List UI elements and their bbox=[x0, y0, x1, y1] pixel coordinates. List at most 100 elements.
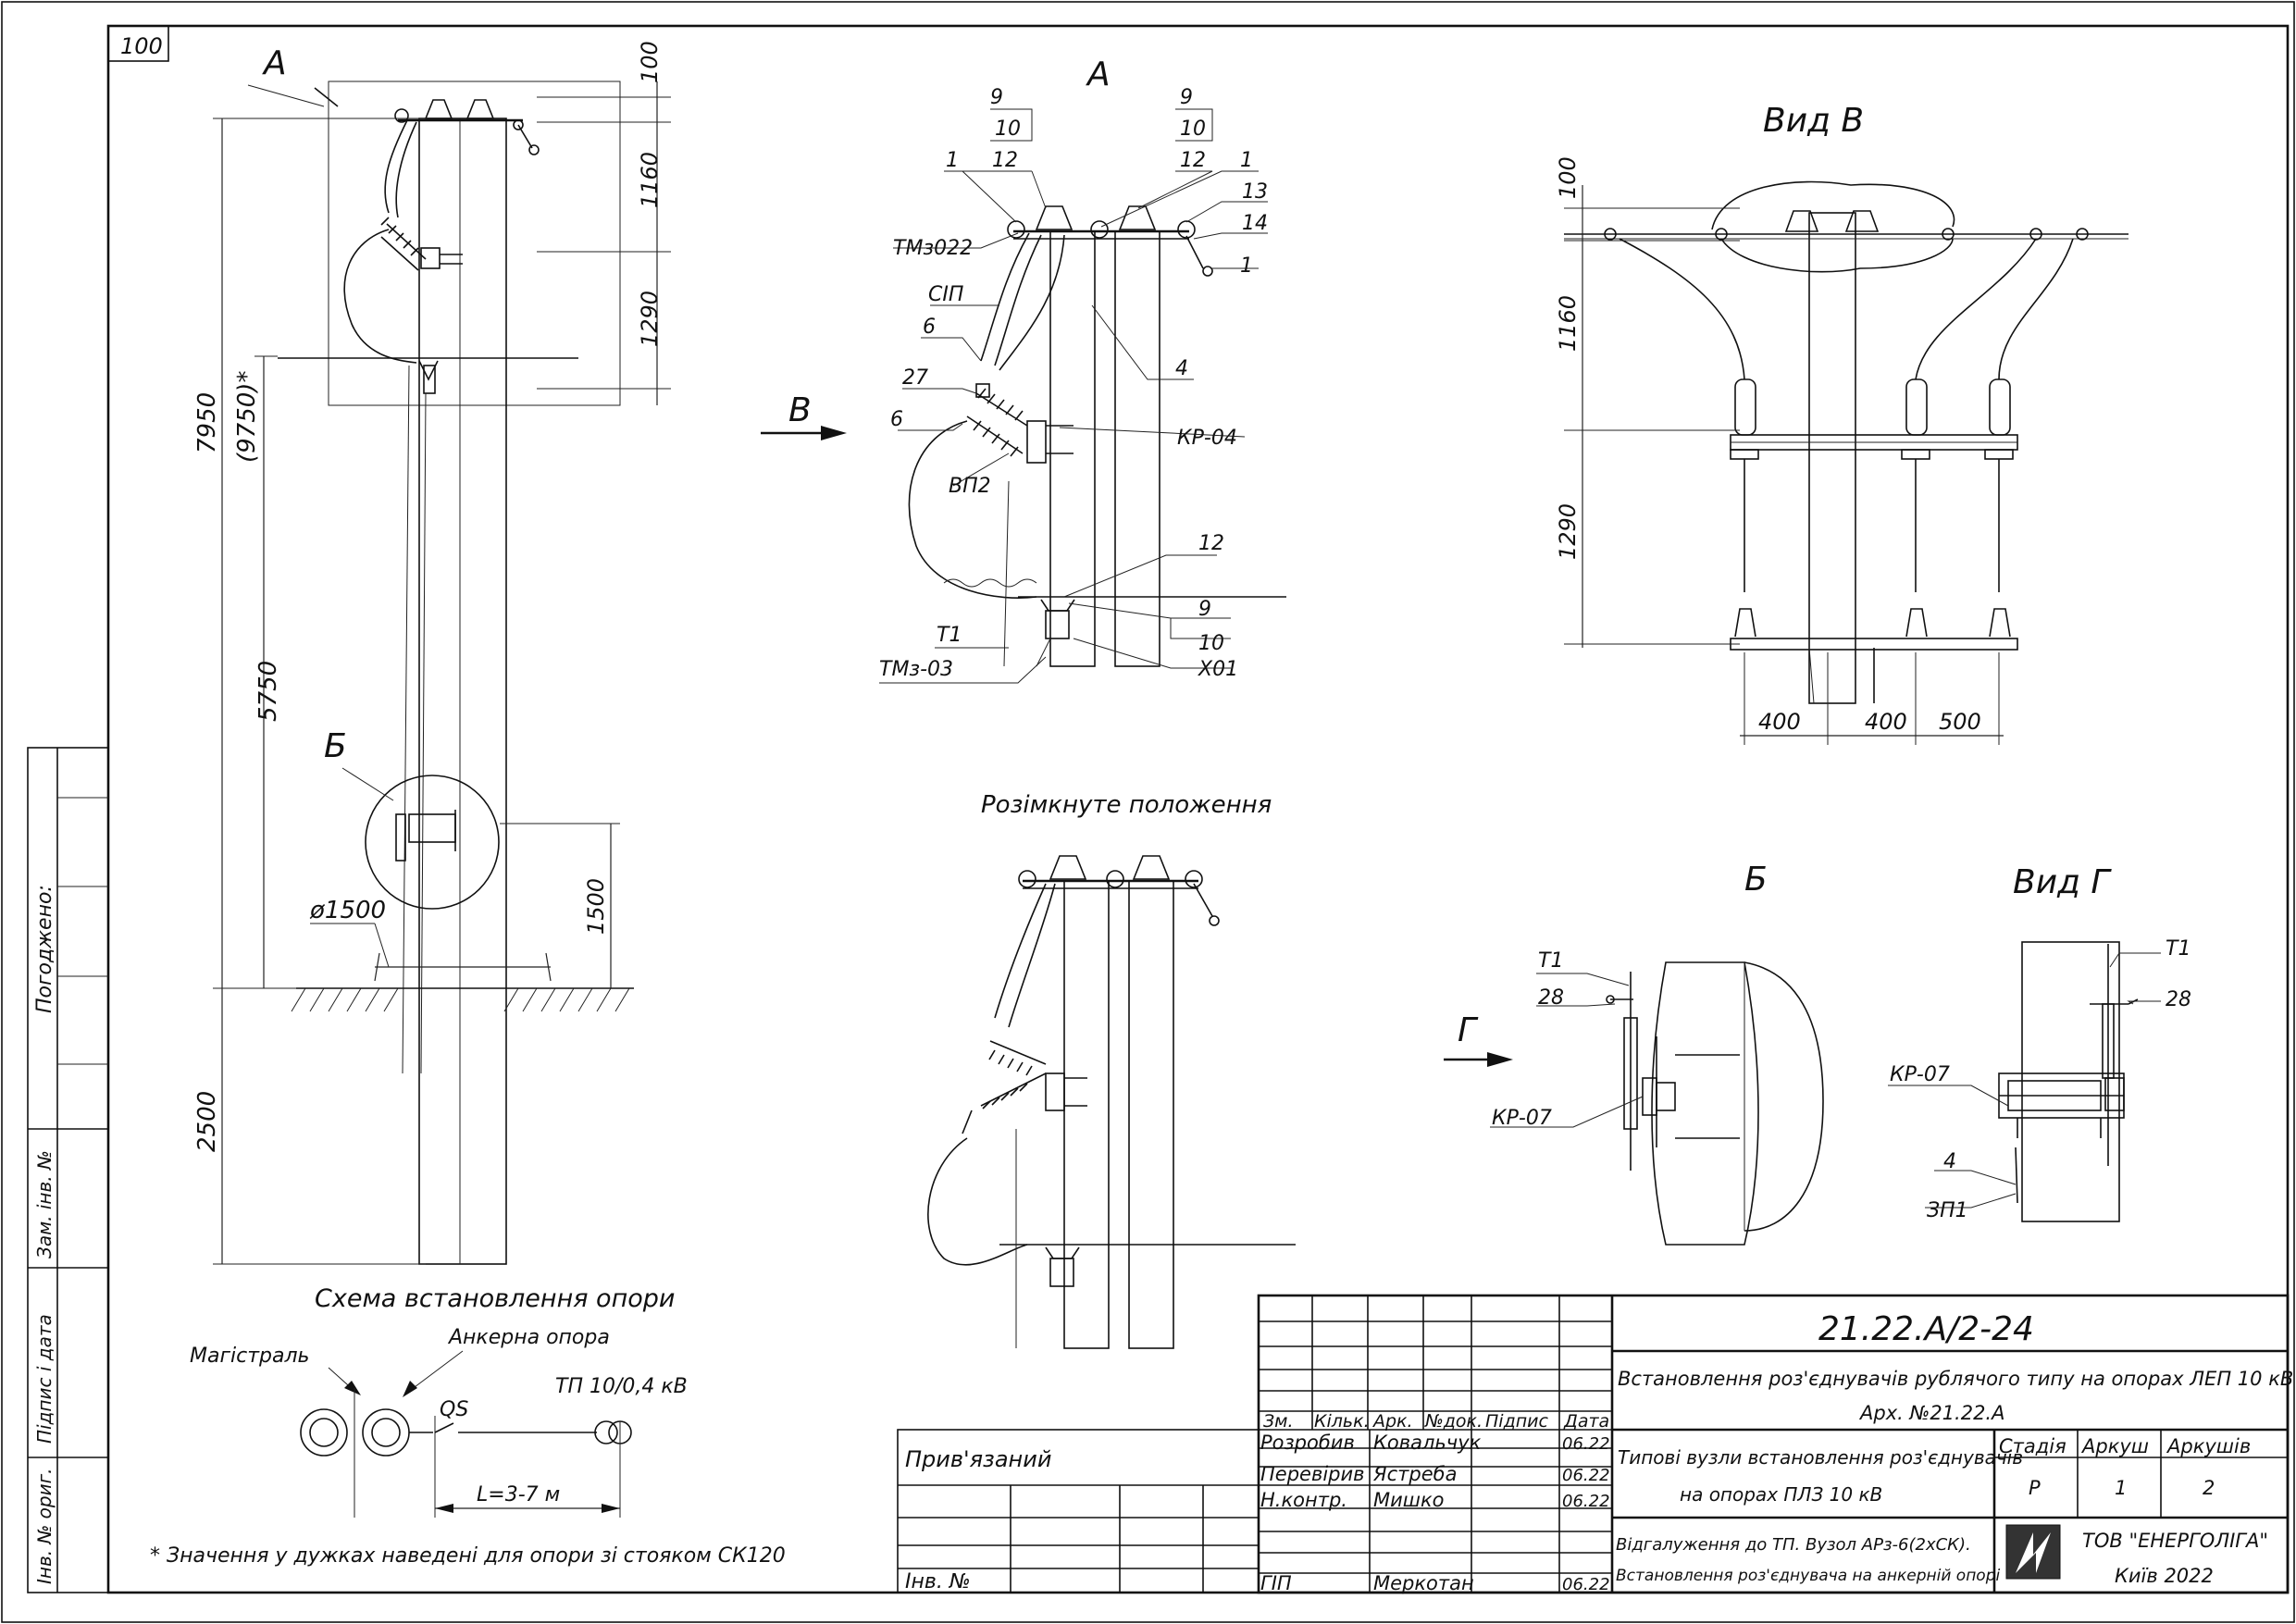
company-logo-icon bbox=[2005, 1524, 2061, 1580]
a-call-1-low: 1 bbox=[1240, 254, 1253, 278]
side-replaced-inv: Зам. інв. № bbox=[33, 1150, 56, 1258]
tb-date-checked: 06.22 bbox=[1562, 1466, 1610, 1485]
a-call-9-low: 9 bbox=[1198, 598, 1211, 621]
b-call-kr07: КР-07 bbox=[1492, 1107, 1552, 1130]
corner-scale: 100 bbox=[120, 33, 163, 59]
a-call-10-low: 10 bbox=[1198, 632, 1224, 655]
tb-linked: Прив'язаний bbox=[905, 1446, 1051, 1472]
dim-5750: 5750 bbox=[254, 661, 282, 722]
tb-date-developed: 06.22 bbox=[1562, 1434, 1610, 1454]
arrow-g-label: Г bbox=[1458, 1011, 1479, 1049]
tb-col-zm: Зм. bbox=[1263, 1411, 1294, 1432]
a-call-9-left: 9 bbox=[990, 86, 1003, 109]
vb-dim-400-b: 400 bbox=[1865, 709, 1907, 735]
a-call-tmz022: ТМз022 bbox=[893, 237, 973, 260]
a-call-12-low: 12 bbox=[1198, 532, 1224, 555]
dim-1290: 1290 bbox=[637, 291, 663, 347]
scheme-note: * Значення у дужках наведені для опори з… bbox=[150, 1544, 786, 1568]
side-signature-date: Підпис і дата bbox=[33, 1314, 56, 1444]
scheme-length: L=3-7 м bbox=[477, 1483, 560, 1506]
tb-sheet-title-2: на опорах ПЛЗ 10 кВ bbox=[1680, 1483, 1882, 1506]
tb-company: ТОВ "ЕНЕРГОЛІГА" bbox=[2082, 1530, 2268, 1552]
a-call-13: 13 bbox=[1242, 180, 1268, 204]
a-call-1-right: 1 bbox=[1240, 149, 1253, 172]
tb-role-checked: Перевірив bbox=[1260, 1463, 1365, 1485]
tb-col-ark: Арк. bbox=[1371, 1411, 1413, 1432]
dim-100: 100 bbox=[637, 41, 663, 83]
installation-scheme: Схема встановлення опори Магістраль Анке… bbox=[150, 1284, 786, 1568]
tb-date-ncontrol: 06.22 bbox=[1562, 1492, 1610, 1511]
view-v-title: Вид В bbox=[1763, 102, 1864, 140]
zone-a-box bbox=[328, 81, 621, 406]
dim-diameter: ø1500 bbox=[309, 897, 386, 924]
corner-box bbox=[107, 25, 169, 62]
tb-name-gip: Меркотан bbox=[1373, 1572, 1474, 1594]
tb-stage: Р bbox=[2029, 1477, 2041, 1499]
a-call-14: 14 bbox=[1242, 212, 1268, 235]
side-agreed: Погоджено: bbox=[33, 885, 56, 1013]
scheme-main-line: Магістраль bbox=[190, 1345, 310, 1368]
tb-sheets: 2 bbox=[2203, 1477, 2215, 1499]
title-block: Прив'язаний Інв. № bbox=[897, 1294, 2293, 1594]
scheme-switch: QS bbox=[440, 1398, 468, 1421]
a-call-6-top: 6 bbox=[923, 316, 936, 339]
a-call-12-right: 12 bbox=[1180, 149, 1206, 172]
open-position-view: Розімкнуте положення bbox=[927, 791, 1296, 1349]
scheme-title: Схема встановлення опори bbox=[315, 1284, 675, 1313]
vb-dim-400-a: 400 bbox=[1758, 709, 1801, 735]
tb-drawing-title-1: Відгалуження до ТП. Вузол АРз-6(2хСК). bbox=[1616, 1535, 1971, 1555]
a-call-27: 27 bbox=[902, 366, 928, 390]
tb-sheet-title-1: Типові вузли встановлення роз'єднувачів bbox=[1618, 1446, 2023, 1469]
a-call-tmz03: ТМз-03 bbox=[879, 658, 953, 681]
g-call-zp1: ЗП1 bbox=[1927, 1199, 1968, 1222]
a-call-6-low: 6 bbox=[890, 408, 903, 431]
a-call-10-right: 10 bbox=[1180, 118, 1206, 141]
tb-city-year: Київ 2022 bbox=[2115, 1565, 2214, 1587]
tb-role-ncontrol: Н.контр. bbox=[1260, 1489, 1347, 1511]
detail-b: Б Г Т1 28 КР-07 bbox=[1444, 861, 1824, 1246]
tb-name-developed: Ковальчук bbox=[1373, 1432, 1482, 1454]
a-call-9-right: 9 bbox=[1180, 86, 1193, 109]
tb-sheet-header: Аркуш bbox=[2080, 1435, 2149, 1457]
a-call-4: 4 bbox=[1175, 357, 1188, 380]
view-v: Вид В bbox=[1555, 102, 2128, 745]
tb-col-ndoc: №док. bbox=[1424, 1411, 1483, 1432]
a-call-x01: Х01 bbox=[1198, 658, 1238, 681]
tb-doc-code: 21.22.А/2-24 bbox=[1818, 1310, 2034, 1348]
tb-stage-header: Стадія bbox=[1999, 1435, 2066, 1457]
dim-2500: 2500 bbox=[193, 1091, 221, 1152]
detail-b-circle bbox=[365, 775, 500, 910]
g-call-kr07: КР-07 bbox=[1890, 1063, 1950, 1086]
arrow-v-label: В bbox=[788, 391, 812, 429]
vb-dim-1290: 1290 bbox=[1555, 503, 1581, 560]
tb-sheets-header: Аркушів bbox=[2166, 1435, 2251, 1457]
side-orig-inv: Інв. № ориг. bbox=[33, 1469, 56, 1584]
tb-project-title: Встановлення роз'єднувачів рублячого тип… bbox=[1618, 1368, 2293, 1390]
tb-col-date: Дата bbox=[1563, 1411, 1609, 1432]
scheme-anchor-support: Анкерна опора bbox=[447, 1326, 610, 1349]
tb-role-developed: Розробив bbox=[1260, 1432, 1355, 1454]
b-call-28: 28 bbox=[1538, 986, 1564, 1010]
tb-role-gip: ГІП bbox=[1260, 1572, 1292, 1594]
g-call-t1: Т1 bbox=[2166, 937, 2191, 961]
main-pole-view: А bbox=[193, 41, 671, 1265]
tb-name-ncontrol: Мишко bbox=[1373, 1489, 1445, 1511]
pole-body bbox=[418, 118, 507, 1265]
tb-name-checked: Ястреба bbox=[1372, 1463, 1457, 1485]
a-call-1-left: 1 bbox=[946, 149, 959, 172]
a-call-t1: Т1 bbox=[937, 624, 962, 647]
dim-1500: 1500 bbox=[583, 878, 609, 935]
tb-inv-no: Інв. № bbox=[905, 1570, 971, 1593]
view-g-title: Вид Г bbox=[2013, 863, 2112, 901]
dim-9750: (9750)* bbox=[233, 371, 261, 463]
side-stamp: Погоджено: Зам. інв. № Підпис і дата Інв… bbox=[27, 747, 109, 1593]
tb-drawing-title-2: Встановлення роз'єднувача на анкерній оп… bbox=[1616, 1567, 2000, 1585]
g-call-28: 28 bbox=[2166, 988, 2191, 1011]
tb-archive: Арх. №21.22.А bbox=[1858, 1402, 2004, 1424]
vb-dim-1160: 1160 bbox=[1555, 295, 1581, 352]
detail-a-title: А bbox=[1086, 56, 1111, 93]
tb-sheet: 1 bbox=[2115, 1477, 2127, 1499]
tb-col-signature: Підпис bbox=[1485, 1411, 1548, 1432]
